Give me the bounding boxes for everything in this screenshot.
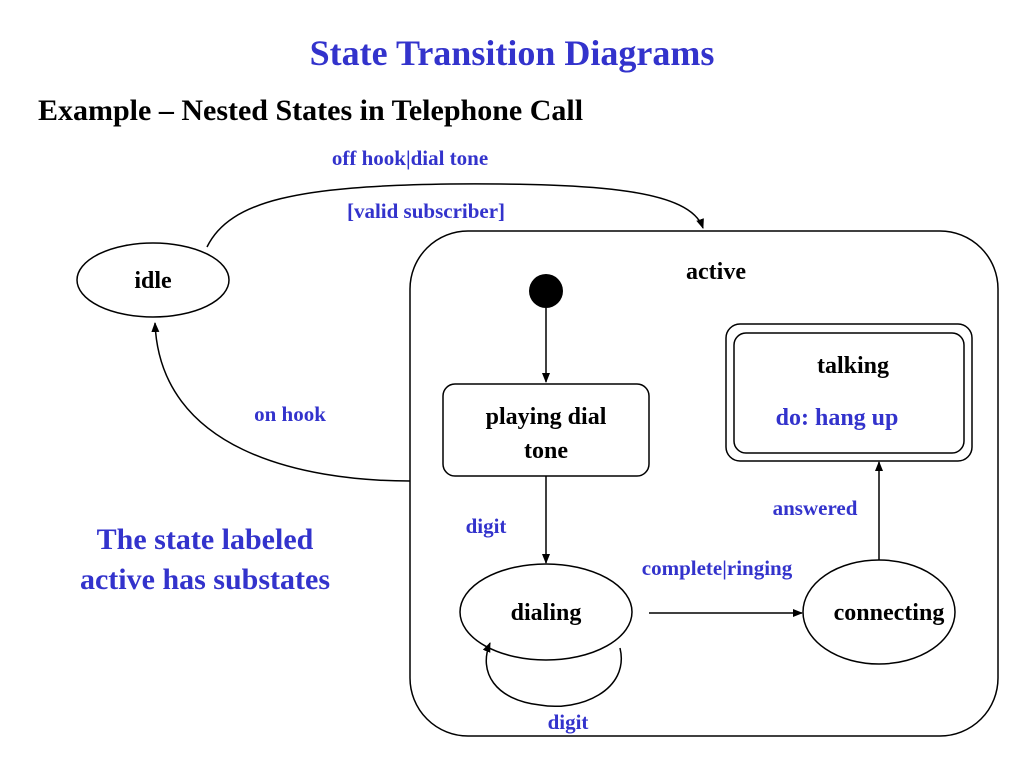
playing-dial-tone-label-1: playing dial bbox=[486, 404, 607, 430]
talking-activity-label: do: hang up bbox=[776, 405, 899, 431]
digit-label-1: digit bbox=[466, 514, 507, 538]
idle-state bbox=[76, 242, 230, 318]
on-hook-transition-arrow bbox=[151, 322, 411, 482]
active-state-label: active bbox=[686, 259, 746, 285]
active-state-box bbox=[409, 230, 999, 737]
on-hook-label: on hook bbox=[254, 402, 326, 426]
connecting-state-label: connecting bbox=[834, 600, 945, 626]
valid-subscriber-label: [valid subscriber] bbox=[347, 199, 505, 223]
complete-ringing-label: complete|ringing bbox=[642, 556, 793, 580]
initial-state-dot bbox=[529, 274, 563, 308]
idle-state-label: idle bbox=[134, 268, 172, 294]
slide-title: State Transition Diagrams bbox=[309, 33, 715, 73]
off-hook-label: off hook|dial tone bbox=[332, 146, 488, 170]
off-hook-transition-arrow bbox=[206, 183, 704, 248]
digit-self-loop-arrow bbox=[482, 642, 623, 707]
dialing-state bbox=[459, 563, 633, 661]
digit-label-2: digit bbox=[548, 710, 589, 734]
talking-state-outer bbox=[725, 323, 973, 462]
talking-state-inner bbox=[733, 332, 965, 454]
answered-label: answered bbox=[773, 496, 858, 520]
side-note-line-2: active has substates bbox=[79, 563, 330, 596]
dialing-state-label: dialing bbox=[511, 600, 582, 626]
side-note-line-1: The state labeled bbox=[96, 523, 314, 556]
slide-subtitle: Example – Nested States in Telephone Cal… bbox=[38, 94, 584, 127]
talking-state-label: talking bbox=[817, 353, 889, 379]
side-note: The state labeled active has substates bbox=[50, 520, 360, 600]
playing-dial-tone-label-2: tone bbox=[524, 438, 568, 464]
